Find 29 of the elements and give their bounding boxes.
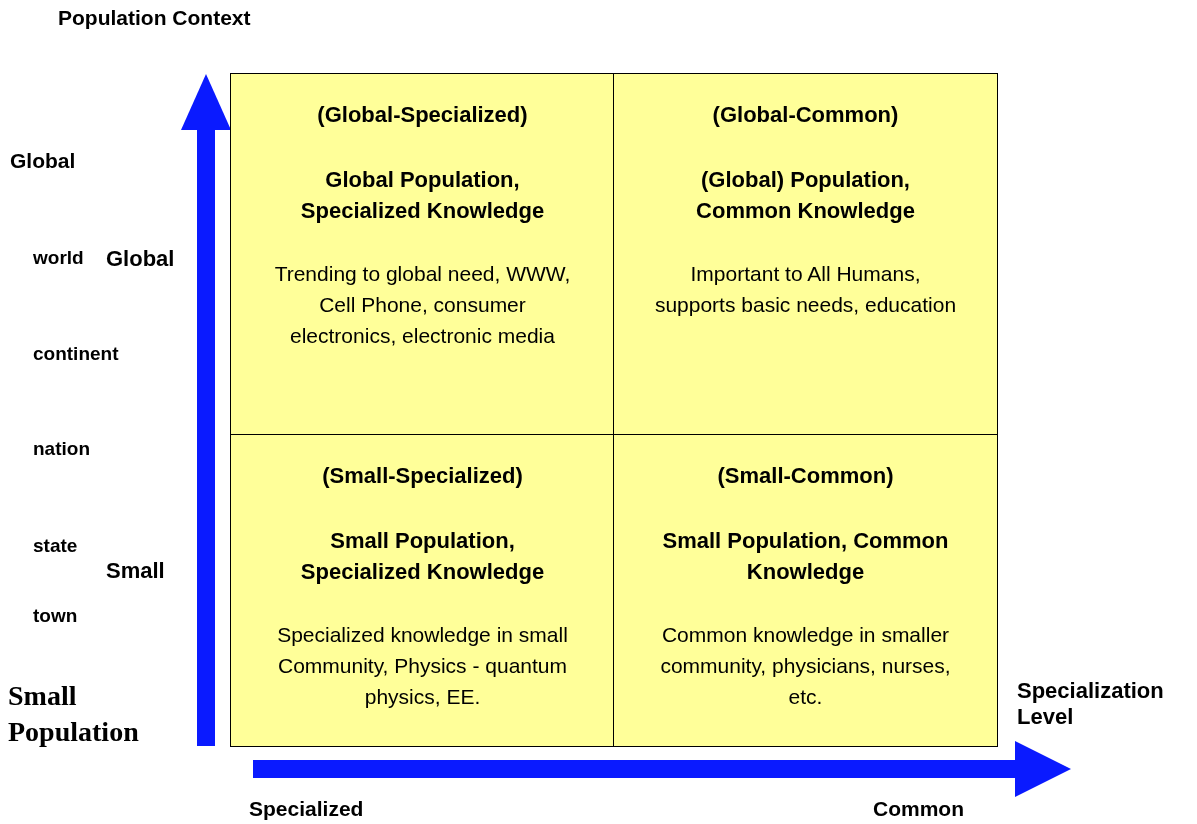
quadrant-heading: (Small-Common) [716,463,895,489]
quadrant-box [613,73,998,435]
scale-label: world [33,247,84,269]
quadrant-box [230,434,615,747]
scale-label: Global [106,246,175,272]
quadrant-description: Common knowledge in smaller community, physicians, nurses, etc. [659,622,952,710]
scale-label: Small [106,558,165,584]
quadrant-title: Small Population, Common Knowledge [661,527,950,586]
axis-title: Specialization Level [1017,678,1165,730]
scale-label: town [33,605,78,627]
scale-label: continent [33,343,119,365]
quadrant-heading: (Small-Specialized) [321,463,524,489]
scale-label: Global [10,149,76,173]
quadrant-description: Trending to global need, WWW, Cell Phone, consumer electronics, electronic media [273,261,572,349]
quadrant-title: Global Population, Specialized Knowledge [299,166,546,225]
quadrant-title: (Global) Population, Common Knowledge [695,166,916,225]
quadrant-heading: (Global-Specialized) [316,102,529,128]
quadrant-description: Important to All Humans, supports basic needs, education [653,261,958,318]
quadrant-description: Specialized knowledge in small Community, Physics - quantum physics, EE. [276,622,569,710]
axis-label: Specialized [249,797,364,821]
quadrant-box [613,434,998,747]
scale-label: nation [33,438,90,460]
axis-label: Common [873,797,964,821]
quadrant-box [230,73,615,435]
quadrant-title: Small Population, Specialized Knowledge [299,527,546,586]
axis-label: Small Population [8,679,140,749]
quadrant-heading: (Global-Common) [711,102,900,128]
scale-label: state [33,535,78,557]
axis-title: Population Context [58,6,251,30]
